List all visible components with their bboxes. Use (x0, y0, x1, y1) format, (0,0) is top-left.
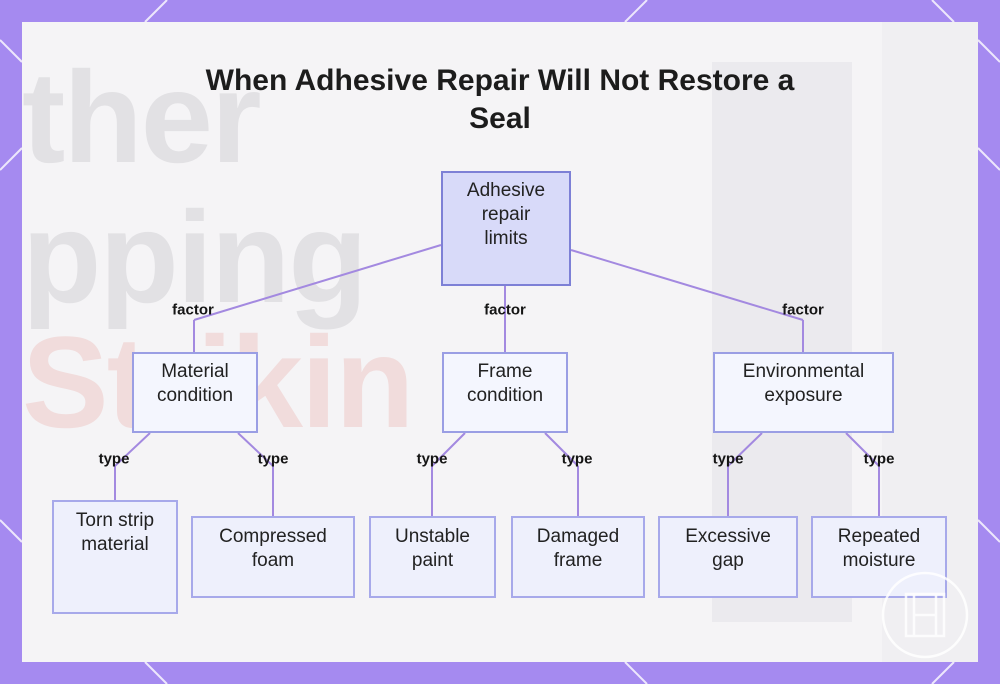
edge-label-type: type (99, 451, 130, 468)
edge-label-type: type (864, 451, 895, 468)
root-node: Adhesive repair limits (441, 171, 571, 286)
edge-label-factor: factor (484, 302, 526, 319)
edge-label-type: type (713, 451, 744, 468)
edge-label-type: type (562, 451, 593, 468)
edge-label-factor: factor (782, 302, 824, 319)
edge-root-environment (571, 250, 803, 320)
type-node-torn-strip: Torn strip material (52, 500, 178, 614)
type-node-compressed-foam: Compressed foam (191, 516, 355, 598)
factor-node-material: Material condition (132, 352, 258, 433)
factor-node-environment: Environmental exposure (713, 352, 894, 433)
type-node-excessive-gap: Excessive gap (658, 516, 798, 598)
watermark-logo-icon (880, 570, 970, 660)
edge-label-factor: factor (172, 302, 214, 319)
edge-label-type: type (258, 451, 289, 468)
edge-root-material (194, 245, 441, 320)
type-node-unstable-paint: Unstable paint (369, 516, 496, 598)
edge-label-type: type (417, 451, 448, 468)
root-node-label: Adhesive repair limits (460, 179, 552, 251)
factor-node-frame: Frame condition (442, 352, 568, 433)
type-node-damaged-frame: Damaged frame (511, 516, 645, 598)
